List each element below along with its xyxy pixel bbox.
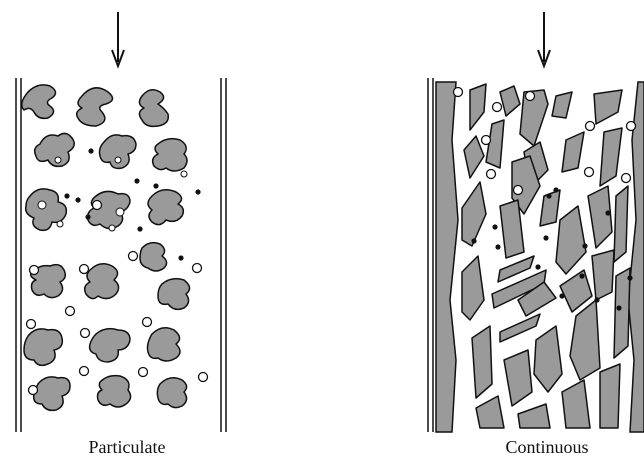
particle bbox=[157, 378, 186, 408]
particle bbox=[98, 376, 131, 407]
column-wall-left bbox=[428, 78, 433, 432]
particle bbox=[140, 243, 167, 271]
column-wall-left bbox=[16, 78, 21, 432]
down-arrow-icon bbox=[112, 12, 124, 66]
particle bbox=[139, 90, 168, 127]
continuous-label: Continuous bbox=[477, 437, 617, 458]
particle bbox=[24, 329, 62, 365]
column-wall-right bbox=[221, 78, 226, 432]
particle bbox=[22, 85, 56, 119]
monolith-wall-skin bbox=[628, 82, 644, 432]
down-arrow-icon bbox=[538, 12, 550, 66]
particulate-panel bbox=[16, 12, 226, 432]
continuous-panel bbox=[428, 12, 644, 432]
particle bbox=[85, 264, 119, 299]
particle bbox=[148, 328, 181, 361]
particle-grains bbox=[22, 85, 190, 411]
particulate-label: Particulate bbox=[67, 437, 187, 458]
particle bbox=[77, 88, 113, 126]
particle bbox=[158, 279, 190, 310]
monolith-wall-skin bbox=[436, 82, 458, 432]
particle bbox=[35, 133, 75, 166]
particle bbox=[34, 377, 70, 411]
particle bbox=[153, 139, 187, 171]
particle bbox=[90, 329, 130, 362]
particle bbox=[148, 190, 183, 225]
